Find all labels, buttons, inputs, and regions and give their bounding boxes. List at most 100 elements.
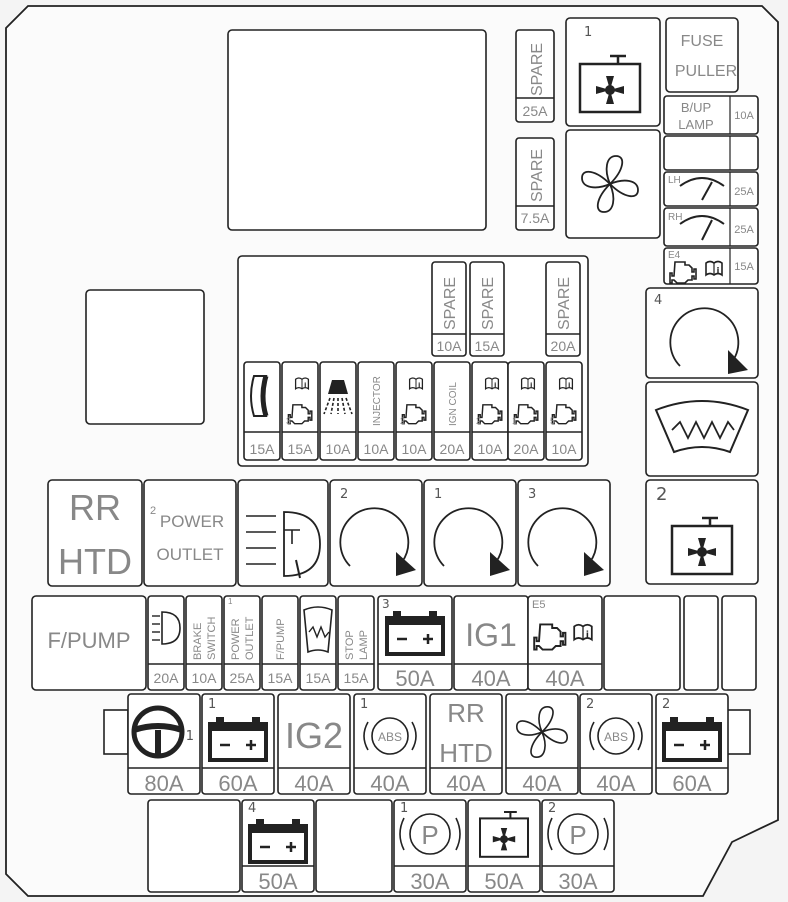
svg-text:LH: LH <box>668 175 681 186</box>
fuse-amp: 60A <box>218 771 257 796</box>
fuse-label: IG2 <box>285 715 343 756</box>
svg-text:PULLER: PULLER <box>675 63 737 80</box>
fuse-num: 2 <box>400 416 405 426</box>
fuse-num: 2 <box>586 697 594 712</box>
fuse-bup-lamp[interactable]: B/UP LAMP 10A <box>663 95 759 135</box>
svg-text:20A: 20A <box>551 338 577 354</box>
parking-label: P <box>569 820 586 850</box>
fuse-label: HTD <box>439 738 492 768</box>
top-spare-7.5a[interactable]: SPARE 7.5A <box>515 137 555 231</box>
svg-text:OUTLET: OUTLET <box>156 545 223 564</box>
fuse-label: BRAKE <box>192 623 204 660</box>
abs-label: ABS <box>604 730 628 744</box>
svg-text:4: 4 <box>654 293 662 308</box>
battery-icon <box>660 715 724 764</box>
svg-text:7.5A: 7.5A <box>521 210 550 226</box>
relay-3[interactable]: 3 <box>517 479 611 587</box>
fuse-puller[interactable]: FUSE PULLER <box>665 17 739 93</box>
fog-lamp-icon <box>323 380 353 415</box>
fuse-amp: 40A <box>471 666 510 691</box>
relay-1[interactable]: 1 <box>423 479 517 587</box>
mid-fuse-1[interactable]: 15A <box>243 361 281 461</box>
fuse-blank-right[interactable] <box>663 135 759 171</box>
fuse-num: 4 <box>248 801 256 816</box>
fuse-num: 1 <box>208 697 216 712</box>
fpump-relay[interactable]: F/PUMP <box>31 595 147 691</box>
cooling-relay-2[interactable]: 2 <box>645 479 759 585</box>
top-spare-25a[interactable]: SPARE 25A <box>515 29 555 123</box>
svg-text:2: 2 <box>150 505 156 517</box>
mid-spare-20a[interactable]: SPARE 20A <box>545 261 581 357</box>
mid-spare-10a[interactable]: SPARE 10A <box>431 261 467 357</box>
headlamp-relay[interactable] <box>237 479 329 587</box>
fuse-wiper-rh[interactable]: RH 25A <box>663 207 759 247</box>
relay-num: 2 <box>340 487 348 502</box>
fuse-num: 3 <box>382 597 390 611</box>
small-fuse-5[interactable]: 15A <box>299 595 337 691</box>
relay-2[interactable]: 2 <box>329 479 423 587</box>
fuse-amp: 10A <box>364 441 390 457</box>
fan-relay-top[interactable] <box>565 129 661 239</box>
abs-icon <box>363 717 417 755</box>
fuse-amp: 20A <box>154 670 180 686</box>
rr-htd-relay[interactable]: RR HTD <box>47 479 143 587</box>
side-clip-right <box>725 709 751 755</box>
main-fuse-2[interactable]: 60A 1 <box>201 693 275 796</box>
fuse-amp: 25A <box>230 670 256 686</box>
mid-spare-15a[interactable]: SPARE 15A <box>469 261 505 357</box>
fuse-num: 1 <box>360 697 368 712</box>
fuse-amp: 10A <box>192 670 218 686</box>
fuse-amp: 10A <box>478 441 504 457</box>
svg-text:1: 1 <box>584 25 592 40</box>
svg-text:SPARE: SPARE <box>442 277 459 330</box>
svg-text:10A: 10A <box>437 338 463 354</box>
svg-text:FUSE: FUSE <box>681 33 724 50</box>
fuse-label: LAMP <box>358 630 370 660</box>
fuse-amp: 10A <box>326 441 352 457</box>
defrost-relay[interactable] <box>645 381 759 477</box>
relay-4[interactable]: 4 <box>645 287 759 379</box>
fuse-engine-e4[interactable]: E4 15A <box>663 247 759 285</box>
power-outlet-relay[interactable]: 2 POWER OUTLET <box>143 479 237 587</box>
main-fuse-6[interactable]: 40A <box>505 693 579 796</box>
small-fuse-1[interactable]: 20A <box>147 595 185 691</box>
fuse-amp: 15A <box>250 441 276 457</box>
svg-text:10A: 10A <box>734 110 754 122</box>
fuse-num: 1 <box>186 729 194 744</box>
fuse-wiper-lh[interactable]: LH 25A <box>663 171 759 207</box>
svg-text:SPARE: SPARE <box>556 277 573 330</box>
mid-fuse-3[interactable]: 10A <box>319 361 357 461</box>
parking-brake-icon <box>399 813 461 855</box>
fuse-label: F/PUMP <box>275 618 287 660</box>
bottom-fuse-3[interactable]: 50A <box>467 799 541 894</box>
cooling-relay-1[interactable]: 1 <box>565 17 661 127</box>
svg-text:B/UP: B/UP <box>681 100 711 115</box>
